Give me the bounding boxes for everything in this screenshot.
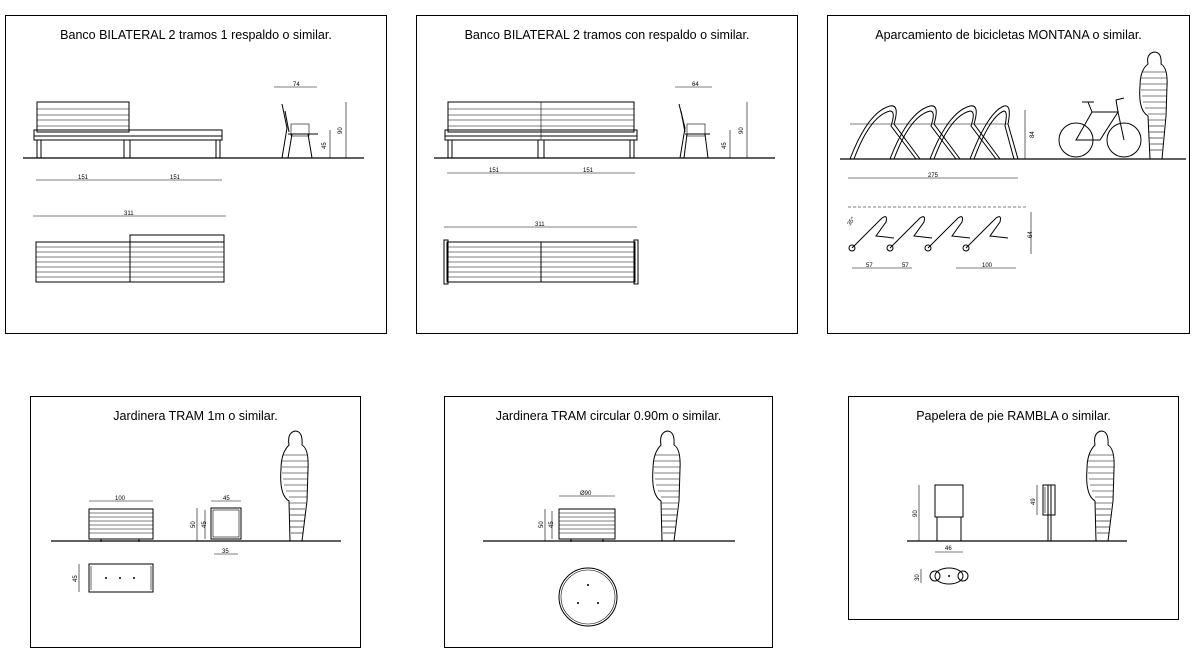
panel-jardinera-tram-1m: Jardinera TRAM 1m o similar. 100 45 50 4…	[30, 396, 361, 648]
dim-height: 90	[913, 510, 919, 517]
dim-seg-right: 151	[583, 168, 594, 174]
bench-drawing: 74 90 45 151 151 311	[23, 82, 364, 283]
planter-front-elevation: 100	[88, 496, 154, 542]
bike-rack-drawing: 84 275	[840, 51, 1186, 269]
dim-top-width: 74	[293, 82, 300, 88]
planter-elevation: Ø90 50 45	[539, 491, 616, 542]
bench-side-view: 64 90 45	[675, 82, 748, 159]
planter-plan-view: 45	[73, 563, 154, 593]
panel-title: Jardinera TRAM circular 0.90m o similar.	[495, 409, 722, 423]
person-silhouette-icon	[652, 430, 681, 542]
bin-front-elevation: 90 46	[913, 484, 964, 553]
dim-total: 311	[535, 222, 545, 228]
dim-diameter: Ø90	[580, 491, 592, 497]
dim-height-outer: 50	[539, 521, 545, 528]
bench-side-view: 74 90 45	[274, 82, 347, 159]
bin-side-view: 49	[1031, 484, 1056, 541]
dim-total: 311	[124, 211, 134, 217]
dim-height-seat: 45	[322, 142, 328, 149]
dim-height-outer: 50	[191, 521, 197, 528]
dim-gap-a: 57	[866, 263, 873, 269]
dim-height-total: 90	[739, 127, 745, 134]
bench-plan-view	[443, 239, 639, 285]
panel-banco-bilateral-con-respaldo: Banco BILATERAL 2 tramos con respaldo o …	[416, 15, 798, 334]
panel-title: Aparcamiento de bicicletas MONTANA o sim…	[875, 28, 1142, 42]
panel-title: Papelera de pie RAMBLA o similar.	[916, 409, 1111, 423]
dim-base: 35	[222, 549, 229, 555]
bench-front-elevation	[33, 101, 223, 158]
dim-height: 84	[1030, 131, 1036, 138]
dim-side-height: 49	[1031, 498, 1037, 505]
dim-seg-right: 151	[170, 175, 181, 181]
person-silhouette-icon	[1086, 430, 1115, 542]
dim-height-inner: 45	[549, 521, 555, 528]
dim-gap-c: 100	[982, 263, 993, 269]
dim-gap-b: 57	[902, 263, 909, 269]
dim-length: 275	[928, 173, 939, 179]
panel-title: Banco BILATERAL 2 tramos 1 respaldo o si…	[60, 28, 332, 42]
dim-height-inner: 45	[202, 521, 208, 528]
bench-plan-view	[35, 234, 225, 283]
panel-title: Banco BILATERAL 2 tramos con respaldo o …	[464, 28, 750, 42]
panel-aparcamiento-bicicletas: Aparcamiento de bicicletas MONTANA o sim…	[827, 15, 1190, 334]
dim-plan-depth: 45	[73, 575, 79, 582]
dim-height-total: 90	[338, 127, 344, 134]
dim-top-width: 64	[692, 82, 699, 88]
dim-seg-left: 151	[489, 168, 500, 174]
person-silhouette-icon	[280, 430, 309, 542]
dim-seg-left: 151	[78, 175, 89, 181]
planter-drawing: 100 45 50 45 35	[51, 430, 341, 593]
dim-width: 46	[945, 546, 952, 552]
bicycle-icon	[1058, 97, 1142, 158]
panel-title: Jardinera TRAM 1m o similar.	[113, 409, 278, 423]
bench-drawing: 64 90 45 151 151 311	[434, 82, 775, 285]
bin-drawing: 90 46 49	[907, 430, 1127, 585]
planter-plan-view	[558, 567, 618, 627]
panel-jardinera-tram-circular: Jardinera TRAM circular 0.90m o similar.…	[444, 396, 773, 648]
bin-plan-view: 30	[915, 567, 969, 585]
bike-rack-elevation: 84	[849, 105, 1036, 160]
dim-plan-depth: 30	[915, 574, 921, 581]
person-silhouette-icon	[1139, 51, 1168, 160]
dim-height-seat: 45	[722, 142, 728, 149]
circular-planter-drawing: Ø90 50 45	[483, 430, 735, 627]
dim-plan-height: 64	[1028, 231, 1034, 238]
panel-banco-bilateral-1-respaldo: Banco BILATERAL 2 tramos 1 respaldo o si…	[5, 15, 387, 334]
bench-front-elevation	[444, 101, 638, 158]
planter-side-view: 45 50 45 35	[191, 496, 242, 555]
dim-width: 100	[115, 496, 126, 502]
dim-angle: 35°	[847, 216, 857, 227]
bike-rack-plan-view: 35° 64 57 57 100	[847, 206, 1034, 269]
panel-papelera-rambla: Papelera de pie RAMBLA o similar. 90 46 …	[848, 396, 1179, 620]
dim-side-width: 45	[223, 496, 230, 502]
